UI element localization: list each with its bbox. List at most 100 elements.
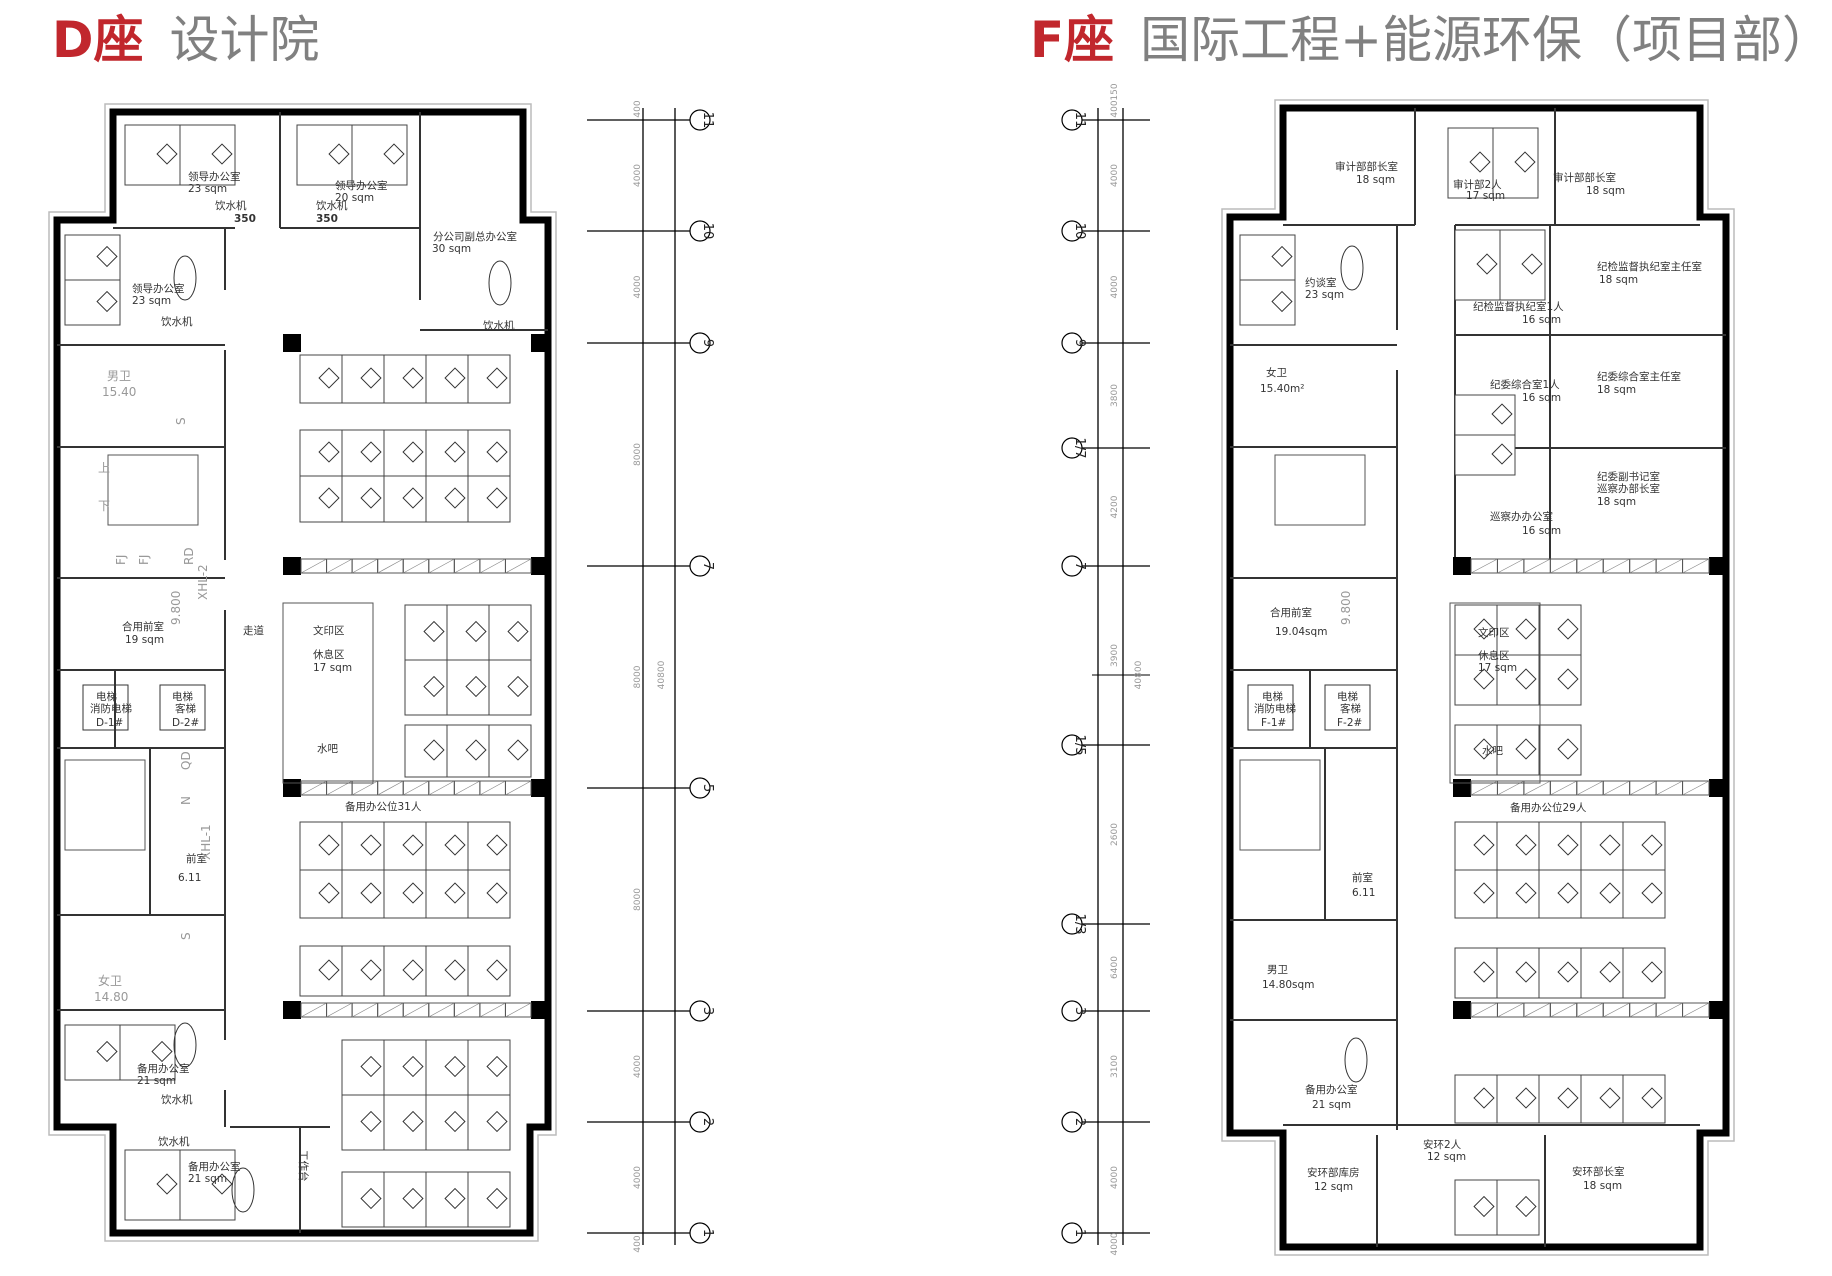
dimension-value: 4000 (1110, 1166, 1120, 1189)
column-pillar (283, 1001, 301, 1019)
room-area: 12 sqm (1427, 1151, 1466, 1163)
storage-cabinet (504, 558, 532, 574)
cabinet-hatch (1655, 1002, 1683, 1018)
office-chair-icon (465, 739, 487, 761)
room-name: 审计部部长室 (1553, 171, 1616, 184)
axis-bubble (1061, 332, 1083, 354)
d-stair (107, 454, 199, 526)
level-mark: 9.800 (1339, 591, 1353, 625)
water-dispenser-label: 饮水机 (158, 1135, 190, 1148)
dimension-value: 4000 (633, 1055, 643, 1078)
office-chair-icon (423, 739, 445, 761)
d-elevator-1 (82, 684, 129, 731)
cabinet-hatch (300, 558, 327, 574)
dimension-value: 4000 (633, 275, 643, 298)
dimension-value: 400 (633, 1235, 643, 1252)
shaft-label: RD (182, 547, 196, 565)
f-stair (1274, 454, 1366, 526)
office-chair-icon (486, 882, 508, 904)
office-chair-icon (486, 487, 508, 509)
room-area: 21 sqm (1312, 1099, 1351, 1111)
office-chair-icon (383, 143, 405, 165)
office-chair-icon (444, 882, 466, 904)
axis-bubble (1061, 437, 1083, 459)
corridor-label: 走道 (243, 624, 264, 637)
elevator-id: D-1# (96, 717, 123, 729)
cabinet-hatch (351, 558, 378, 574)
cabinet-hatch (403, 780, 429, 796)
dimension-value: 4000 (1110, 1232, 1120, 1255)
room-area: 12 sqm (1314, 1181, 1353, 1193)
axis-bubble (1061, 734, 1083, 756)
axis-label: 5 (700, 784, 715, 792)
dimension-350: 350 (234, 213, 256, 225)
office-chair-icon (1557, 618, 1579, 640)
office-chair-icon (1641, 834, 1663, 856)
cabinet-hatch (1550, 780, 1577, 796)
office-chair-icon (1476, 253, 1498, 275)
d-exterior-wall (53, 108, 552, 1237)
elevator-type: 客梯 (1340, 702, 1361, 715)
room-area: 18 sqm (1356, 174, 1395, 186)
room-name: 约谈室 (1305, 276, 1337, 289)
cabinet-hatch (1603, 558, 1630, 574)
cabinet-hatch (1523, 780, 1551, 796)
office-chair-icon (507, 739, 529, 761)
office-chair-icon (1515, 618, 1537, 640)
elevator-id: D-2# (172, 717, 199, 729)
water-dispenser-label: 饮水机 (316, 199, 348, 212)
office-chair-icon (1515, 738, 1537, 760)
axis-label: 1/7 (1072, 438, 1087, 459)
office-chair-icon (486, 1187, 508, 1210)
dimension-value: 8000 (633, 888, 643, 911)
room-name: 备用办公室 (188, 1160, 241, 1173)
office-chair-icon (444, 959, 466, 981)
office-chair-icon (1557, 882, 1579, 904)
office-chair-icon (1473, 1087, 1495, 1109)
f-meeting-table (1340, 245, 1364, 291)
axis-label: 10 (700, 223, 715, 240)
office-chair-icon (1473, 834, 1495, 856)
cabinet-hatch (1470, 558, 1498, 574)
room-area: 6.11 (1352, 887, 1375, 899)
column-pillar (1453, 1001, 1471, 1019)
office-chair-icon (1473, 618, 1495, 640)
room-name: 纪检监督执纪室1人 (1473, 300, 1564, 313)
office-chair-icon (1473, 668, 1495, 690)
room-name: 男卫 (1267, 964, 1288, 976)
axis-label: 1 (1072, 1229, 1087, 1237)
office-chair-icon (465, 620, 487, 643)
dimension-value: 4000 (633, 1166, 643, 1189)
office-chair-icon (96, 1040, 118, 1063)
office-chair-icon (1491, 443, 1513, 465)
room-name: 领导办公室 (188, 170, 241, 183)
room-name: 领导办公室 (132, 282, 185, 295)
water-dispenser-label: 饮水机 (215, 199, 247, 212)
room-area: 16 sqm (1522, 392, 1561, 404)
room-name: 前室 (186, 852, 207, 865)
d-stair (64, 759, 146, 851)
cabinet-hatch (1470, 1002, 1498, 1018)
office-chair-icon (1515, 1195, 1537, 1218)
f-interior-walls (1230, 108, 1726, 1247)
office-chair-icon (318, 882, 340, 904)
storage-cabinet (1682, 1002, 1710, 1018)
f-meeting-table (1344, 1037, 1368, 1083)
room-area: 23 sqm (1305, 289, 1344, 301)
office-chair-icon (1641, 961, 1663, 983)
office-chair-icon (1641, 882, 1663, 904)
room-area: 19 sqm (125, 634, 164, 646)
office-chair-icon (402, 487, 424, 509)
cabinet-hatch (1629, 1002, 1657, 1018)
office-chair-icon (486, 441, 508, 463)
room-area: 21 sqm (188, 1173, 227, 1185)
office-chair-icon (211, 143, 233, 165)
cabinet-hatch (1576, 780, 1604, 796)
cabinet-hatch (300, 1002, 327, 1018)
f-block-name: 国际工程+能源环保（项目部） (1140, 11, 1832, 69)
office-chair-icon (1473, 1195, 1495, 1218)
axis-bubble (689, 109, 711, 131)
office-chair-icon (1514, 151, 1536, 173)
office-chair-icon (318, 834, 340, 856)
cabinet-hatch (1550, 558, 1577, 574)
